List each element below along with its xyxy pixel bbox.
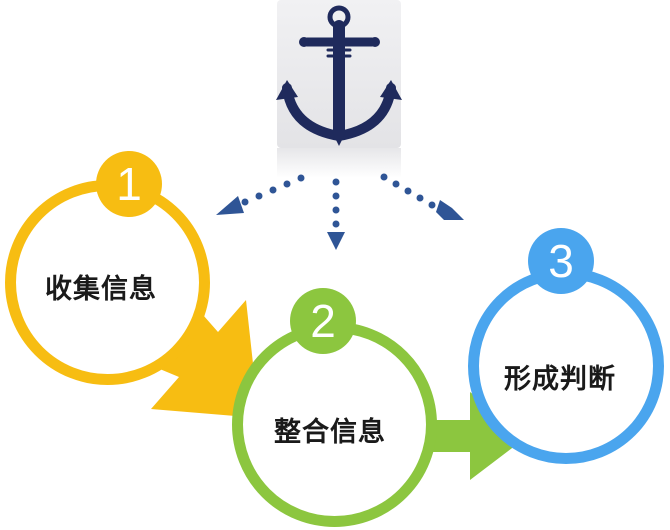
dotted-arrow-left: [216, 174, 305, 215]
dotted-arrow-right: [380, 173, 464, 220]
step-3-label: 形成判断: [504, 364, 616, 395]
step-2-badge: 2: [290, 288, 356, 354]
anchor-reflection: [277, 148, 401, 178]
step-1-label: 收集信息: [45, 274, 157, 305]
arrow-2-to-3: [420, 392, 528, 480]
step-2-label: 整合信息: [274, 417, 386, 448]
dotted-arrow-down: [327, 178, 345, 250]
step-3-badge: 3: [528, 228, 594, 294]
step-1-badge: 1: [96, 151, 162, 217]
step-2-ring: [232, 322, 437, 527]
step-1-ring: [5, 180, 210, 385]
